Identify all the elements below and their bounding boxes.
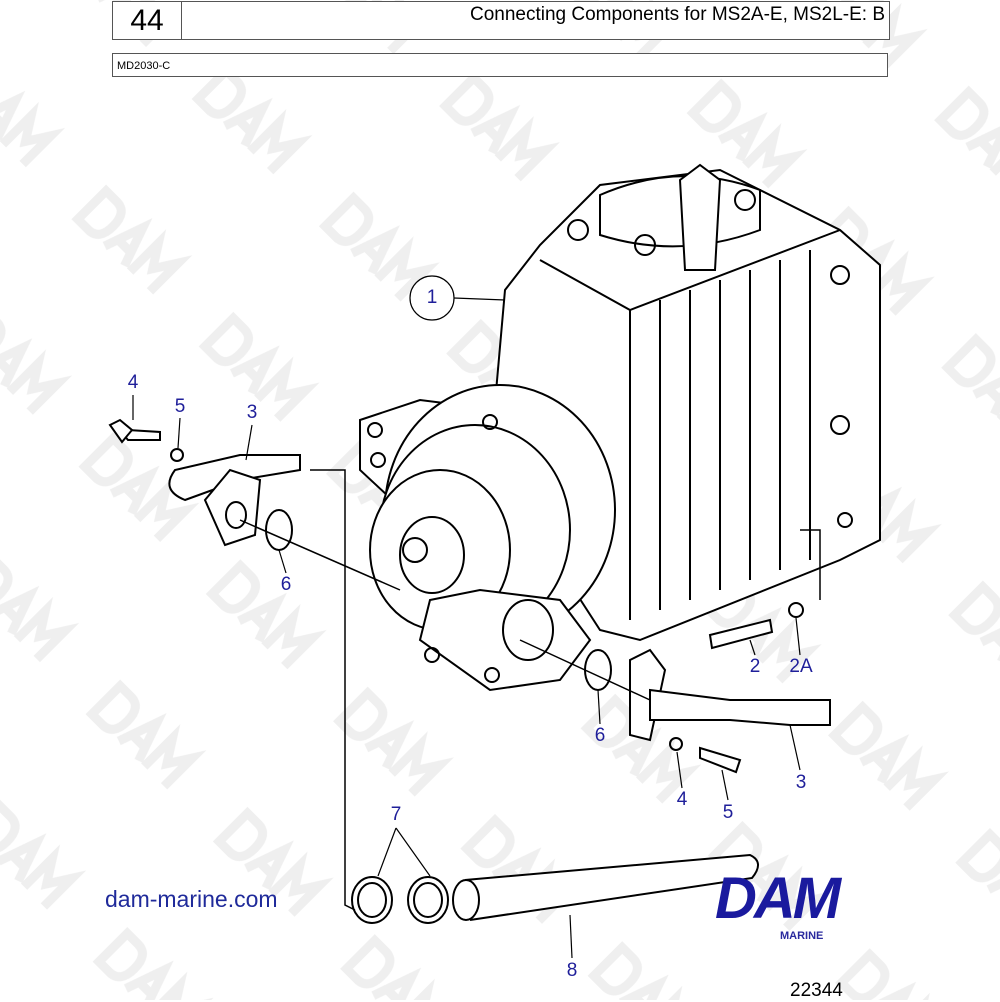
header-box: 44 Connecting Components for MS2A-E, MS2… — [112, 1, 890, 40]
hose-and-clamps — [310, 469, 821, 924]
callout-8: 8 — [566, 960, 578, 981]
logo-subtitle: MARINE — [780, 930, 824, 942]
left-pipe-assembly — [108, 418, 401, 591]
website-link[interactable]: dam-marine.com — [105, 886, 278, 912]
callout-5: 5 — [722, 802, 734, 823]
callout-5: 5 — [174, 396, 186, 417]
dam-logo: DAM — [715, 866, 841, 931]
callout-3: 3 — [795, 772, 807, 793]
callout-2: 2 — [749, 656, 761, 677]
model-label: MD2030-C — [112, 53, 888, 77]
callout-4: 4 — [676, 789, 688, 810]
figure-number: 22344 — [790, 980, 843, 1001]
page-title: Connecting Components for MS2A-E, MS2L-E… — [469, 4, 885, 25]
page-number: 44 — [113, 2, 182, 39]
leader-lines — [132, 275, 801, 959]
callout-1: 1 — [426, 287, 438, 308]
callout-4: 4 — [127, 372, 139, 393]
callout-6: 6 — [594, 725, 606, 746]
callout-6: 6 — [280, 574, 292, 595]
heat-exchanger-drawing — [359, 163, 881, 692]
callout-7: 7 — [390, 804, 402, 825]
callout-2a: 2A — [789, 656, 813, 677]
callout-3: 3 — [246, 402, 258, 423]
